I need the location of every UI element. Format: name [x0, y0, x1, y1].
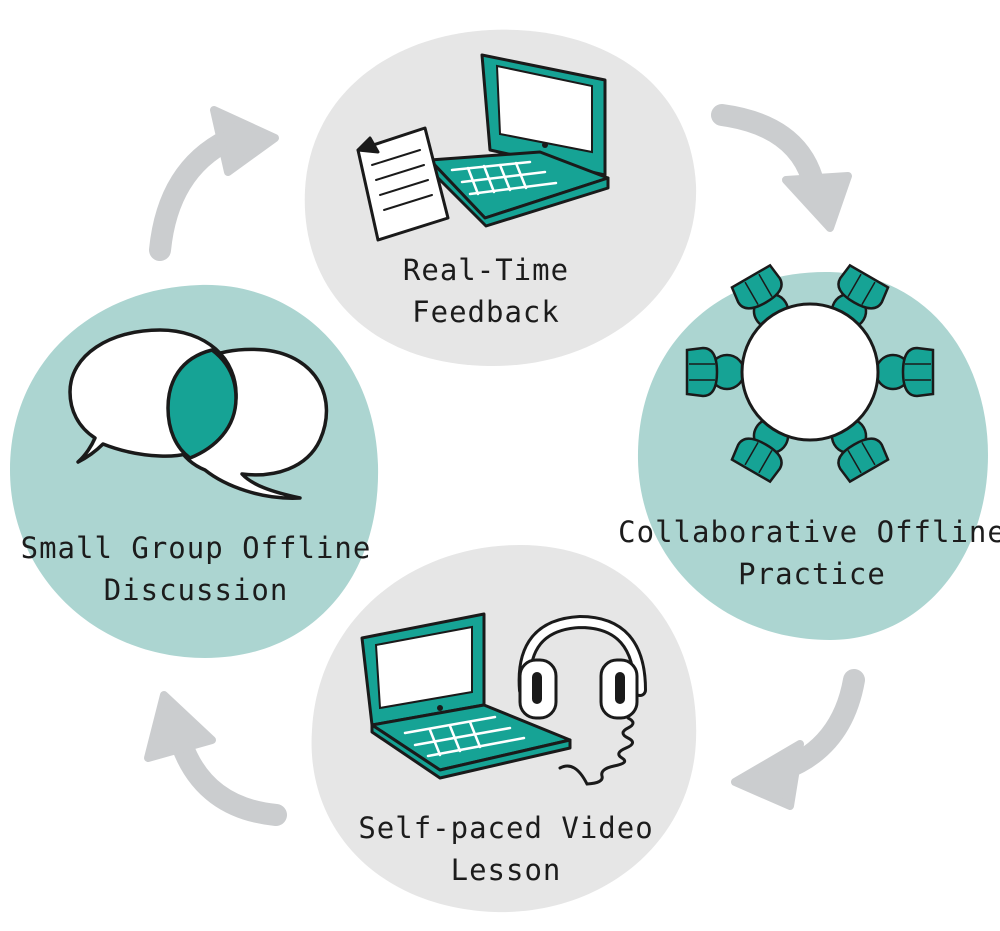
stage-label-self-paced-video: Self-paced Video Lesson [358, 811, 653, 887]
arrow-bottom-right [731, 669, 865, 810]
stage-label-line1: Real-Time [403, 253, 569, 287]
stage-label-line2: Practice [738, 557, 886, 591]
round-table-people-icon [685, 263, 935, 484]
stage-label-line1: Collaborative Offline [618, 515, 1000, 549]
arrow-top-right [711, 104, 852, 232]
stage-label-small-group-discussion: Small Group Offline Discussion [21, 531, 372, 607]
stage-label-line1: Self-paced Video [358, 811, 653, 845]
stage-label-line1: Small Group Offline [21, 531, 372, 565]
stage-label-collaborative-practice: Collaborative Offline Practice [618, 515, 1000, 591]
arrow-bottom-left [144, 691, 287, 826]
stage-label-line2: Feedback [412, 295, 560, 329]
stage-label-line2: Lesson [451, 853, 562, 887]
laptop-with-document-icon [356, 53, 610, 242]
arrow-top-left [149, 106, 279, 261]
stage-label-line2: Discussion [104, 573, 289, 607]
laptop-with-headphones-icon [360, 612, 647, 786]
speech-bubbles-icon [68, 328, 329, 500]
stage-label-real-time-feedback: Real-Time Feedback [403, 253, 569, 329]
